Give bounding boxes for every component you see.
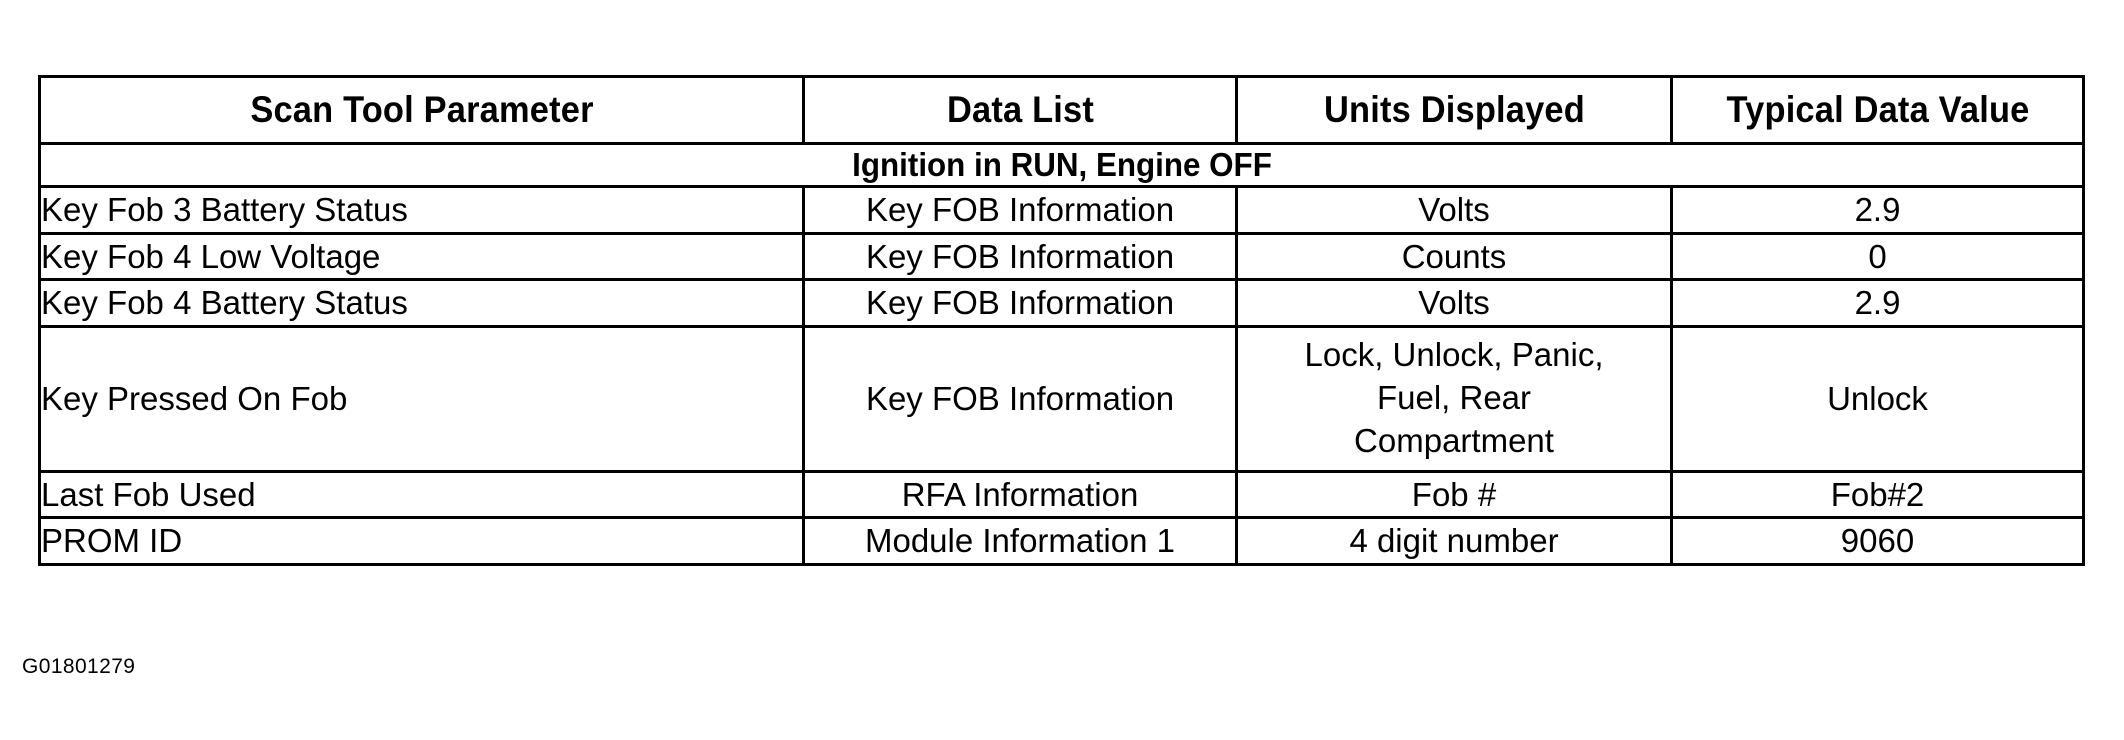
section-header-label: Ignition in RUN, Engine OFF: [89, 142, 2034, 188]
cell-data-list: Module Information 1: [802, 516, 1238, 566]
column-header-data-list-label: Data List: [946, 88, 1094, 130]
table-row: Key Fob 3 Battery Status Key FOB Informa…: [38, 185, 2085, 235]
cell-units: Counts: [1235, 231, 1673, 282]
column-header-data-list: Data List: [817, 75, 1223, 145]
cell-units: Volts: [1235, 278, 1673, 328]
section-header-row: Ignition in RUN, Engine OFF: [40, 142, 2084, 188]
cell-parameter: Key Fob 4 Low Voltage: [38, 231, 805, 282]
cell-data-list: Key FOB Information: [802, 185, 1238, 235]
cell-value: 9060: [1670, 516, 2085, 566]
cell-value: 2.9: [1670, 185, 2085, 235]
cell-units-line-2: Fuel, Rear: [1376, 379, 1532, 417]
column-header-typical-data-value: Typical Data Value: [1684, 75, 2071, 145]
cell-parameter: Last Fob Used: [38, 469, 805, 520]
cell-units: 4 digit number: [1235, 516, 1673, 566]
table-header: Scan Tool Parameter Data List Units Disp…: [40, 75, 2084, 145]
cell-value: Unlock: [1670, 324, 2085, 473]
scan-tool-parameter-table-container: Scan Tool Parameter Data List Units Disp…: [38, 75, 2085, 566]
cell-parameter: Key Pressed On Fob: [38, 324, 805, 473]
scan-tool-parameter-table: Scan Tool Parameter Data List Units Disp…: [38, 75, 2085, 566]
column-header-scan-tool-parameter: Scan Tool Parameter: [64, 75, 779, 145]
cell-parameter: PROM ID: [38, 516, 805, 566]
cell-parameter: Key Fob 4 Battery Status: [38, 278, 805, 328]
cell-units: Lock, Unlock, Panic, Fuel, Rear Compartm…: [1235, 324, 1673, 473]
cell-value: Fob#2: [1670, 469, 2085, 520]
table-row: Key Pressed On Fob Key FOB Information L…: [38, 324, 2085, 473]
table-row: Key Fob 4 Battery Status Key FOB Informa…: [38, 278, 2085, 328]
cell-data-list: RFA Information: [802, 469, 1238, 520]
column-header-units-displayed: Units Displayed: [1250, 75, 1658, 145]
figure-id-caption: G01801279: [22, 655, 136, 678]
table-body: Ignition in RUN, Engine OFF Key Fob 3 Ba…: [38, 142, 2085, 566]
cell-units-line-3: Compartment: [1354, 422, 1554, 460]
column-header-scan-tool-parameter-label: Scan Tool Parameter: [249, 88, 594, 130]
cell-units: Fob #: [1235, 469, 1673, 520]
cell-data-list: Key FOB Information: [802, 231, 1238, 282]
table-header-row: Scan Tool Parameter Data List Units Disp…: [40, 75, 2084, 145]
cell-data-list: Key FOB Information: [802, 278, 1238, 328]
column-header-typical-data-value-label: Typical Data Value: [1726, 88, 2029, 130]
cell-value: 0: [1670, 231, 2085, 282]
cell-parameter: Key Fob 3 Battery Status: [38, 185, 805, 235]
table-row: PROM ID Module Information 1 4 digit num…: [38, 516, 2085, 566]
table-row: Key Fob 4 Low Voltage Key FOB Informatio…: [38, 231, 2085, 282]
cell-units-line-1: Lock, Unlock, Panic,: [1304, 336, 1604, 374]
cell-data-list: Key FOB Information: [802, 324, 1238, 473]
cell-units: Volts: [1235, 185, 1673, 235]
table-row: Last Fob Used RFA Information Fob # Fob#…: [38, 469, 2085, 520]
cell-value: 2.9: [1670, 278, 2085, 328]
column-header-units-displayed-label: Units Displayed: [1323, 88, 1585, 130]
